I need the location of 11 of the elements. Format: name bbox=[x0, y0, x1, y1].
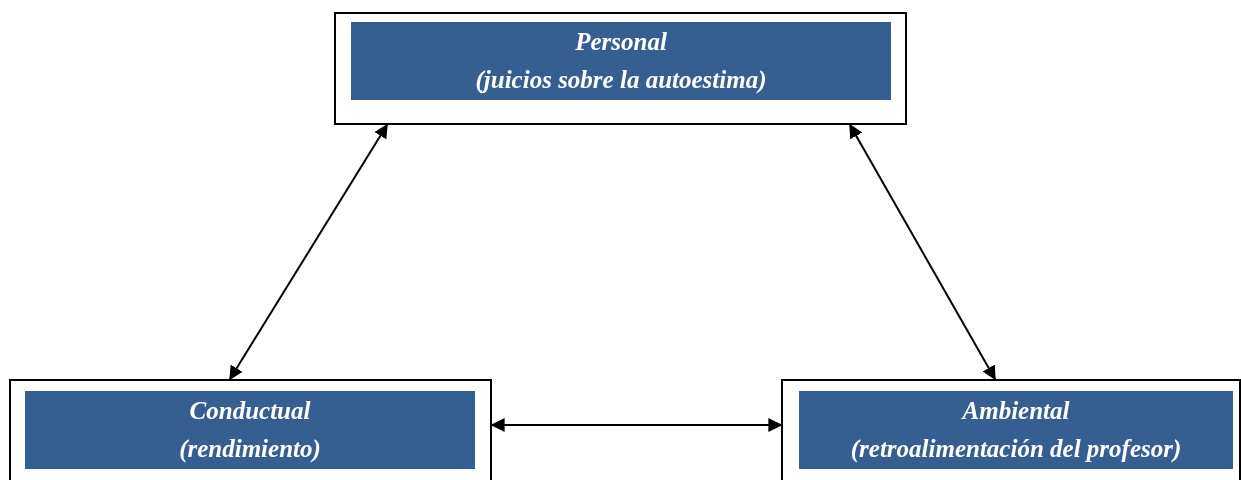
heading: Personal bbox=[575, 27, 667, 57]
subheading: (juicios sobre la autoestima) bbox=[475, 65, 767, 96]
subheading: (retroalimentación del profesor) bbox=[850, 434, 1182, 465]
framed-box bbox=[334, 12, 907, 125]
heading: Conductual bbox=[189, 396, 311, 426]
double-arrow bbox=[849, 123, 996, 381]
double-arrow bbox=[229, 123, 388, 381]
framed-box bbox=[781, 379, 1241, 480]
heading: Ambiental bbox=[962, 396, 1070, 426]
subheading: (rendimiento) bbox=[179, 434, 321, 464]
framed-box bbox=[9, 379, 492, 480]
